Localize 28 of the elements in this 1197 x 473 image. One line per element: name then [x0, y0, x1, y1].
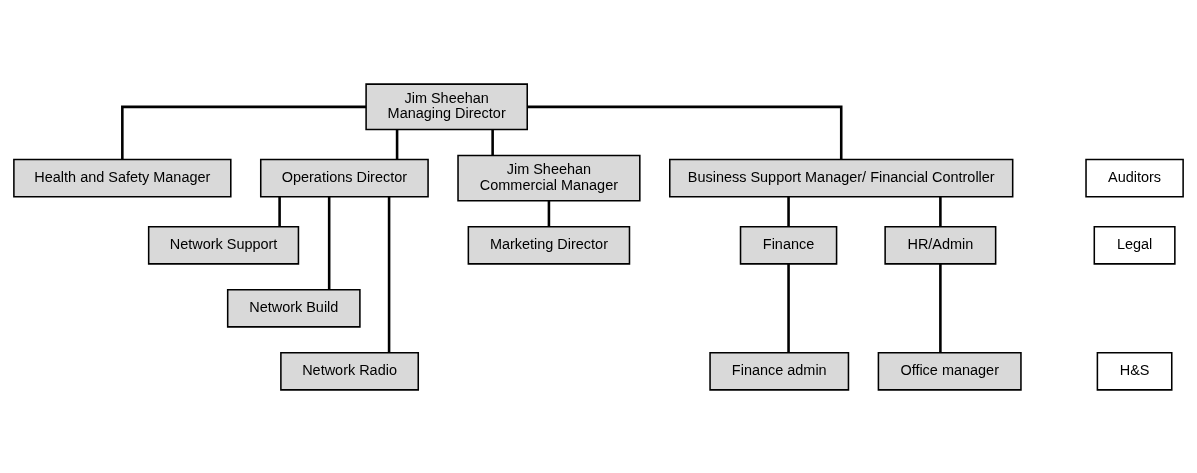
connector — [527, 105, 843, 159]
connector — [491, 129, 494, 155]
connector — [121, 105, 367, 159]
connector — [939, 263, 942, 353]
connector — [787, 263, 790, 353]
node-box: Marketing Director — [467, 225, 631, 265]
node-box: Auditors — [1085, 158, 1184, 197]
node-box: Office manager — [877, 351, 1022, 391]
node-box: Health and Safety Manager — [13, 158, 232, 197]
node-box: Business Support Manager/ Financial Controller — [669, 158, 1014, 197]
node-box: H&S — [1096, 351, 1173, 391]
node-box: Finance admin — [709, 351, 850, 391]
node-box: Operations Director — [259, 158, 429, 197]
node-box: Network Support — [147, 225, 300, 265]
node-box: Jim Sheehan Managing Director — [365, 82, 528, 130]
connector — [278, 196, 281, 227]
node-box: Network Radio — [280, 351, 420, 391]
node-box: HR/Admin — [884, 225, 997, 265]
node-box: Legal — [1093, 225, 1176, 265]
connector — [939, 196, 942, 227]
node-box: Network Build — [226, 288, 361, 328]
connector — [395, 129, 399, 159]
node-box: Finance — [739, 225, 838, 265]
connector — [547, 200, 551, 227]
connector — [387, 196, 391, 353]
node-box: Jim Sheehan Commercial Manager — [457, 154, 641, 202]
connector — [327, 196, 331, 290]
connector — [787, 196, 790, 227]
